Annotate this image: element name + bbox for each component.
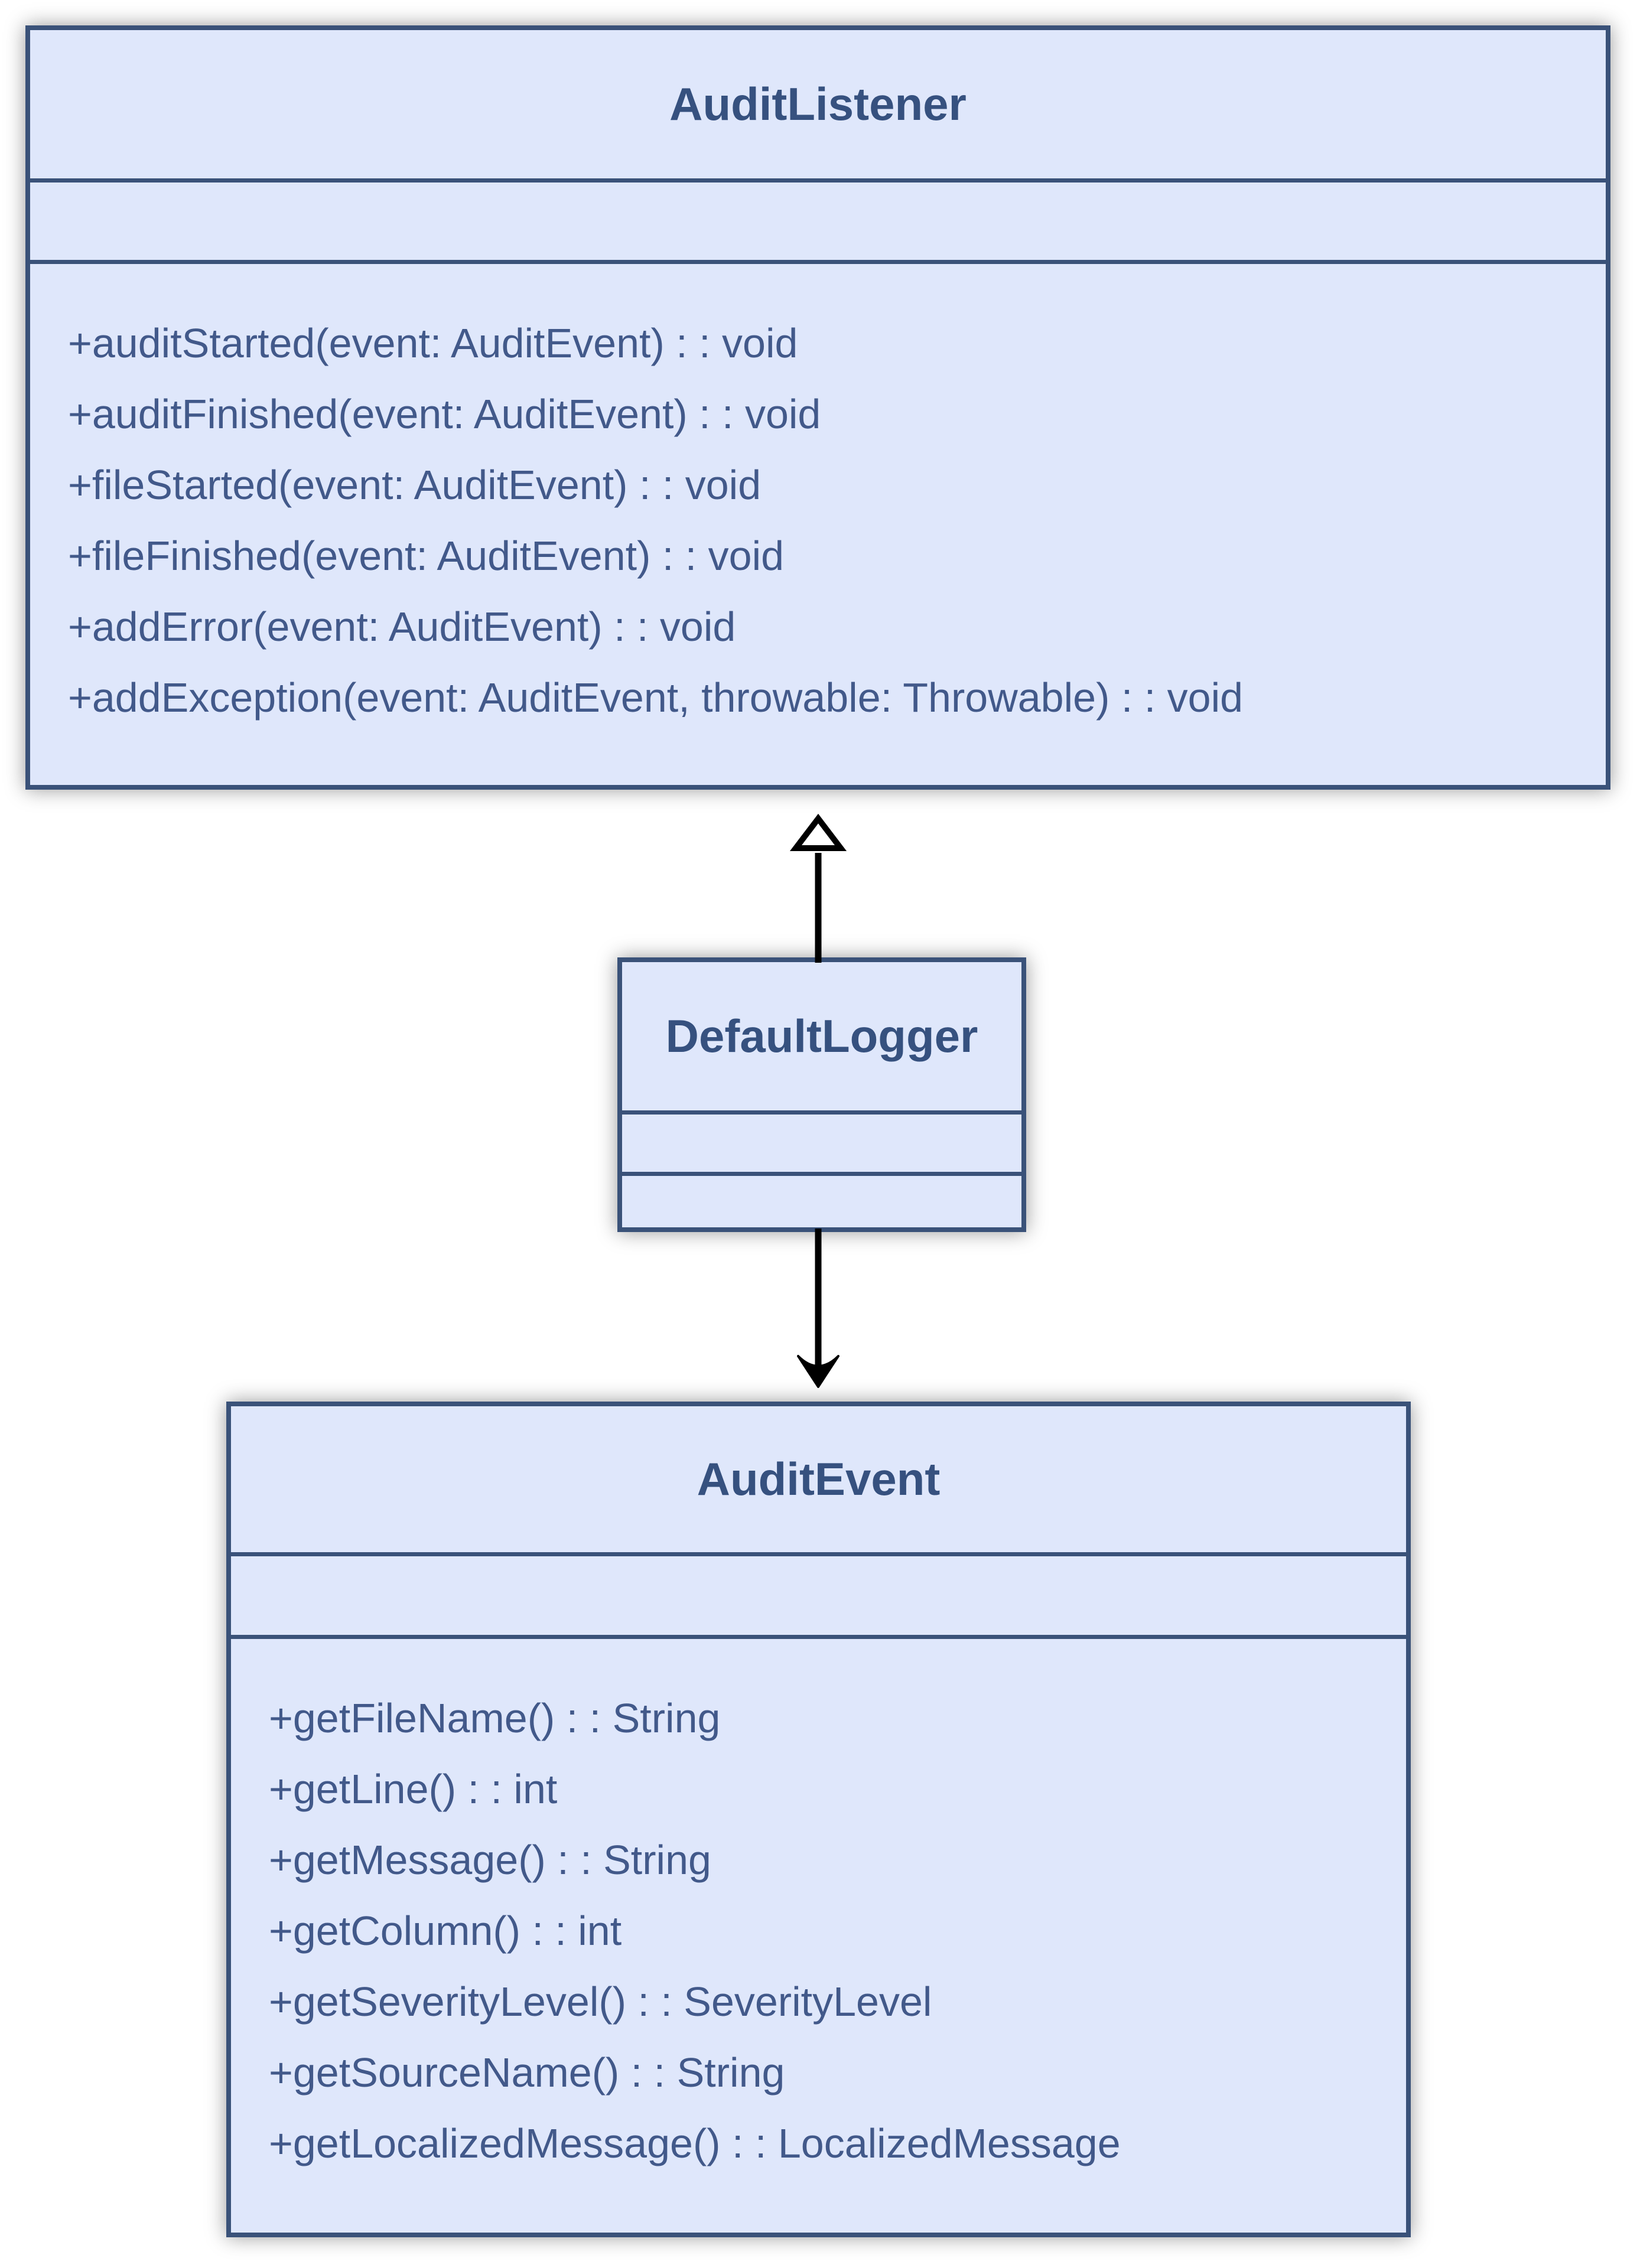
filled-stealth-arrowhead: [797, 1355, 839, 1388]
methods-compartment-auditevent: +getFileName() : : String +getLine() : : …: [231, 1639, 1406, 2233]
hollow-triangle-arrowhead: [789, 813, 847, 851]
method-signature: +auditFinished(event: AuditEvent) : : vo…: [68, 391, 821, 437]
class-box-auditlistener: AuditListener +auditStarted(event: Audit…: [25, 25, 1610, 790]
attributes-compartment-auditlistener: [30, 183, 1606, 260]
method-signature: +auditStarted(event: AuditEvent) : : voi…: [68, 320, 798, 366]
method-signature: +getSeverityLevel() : : SeverityLevel: [269, 1979, 932, 2025]
method-signature: +fileFinished(event: AuditEvent) : : voi…: [68, 533, 785, 579]
dependency-arrow: [797, 1228, 839, 1388]
class-box-auditevent: AuditEvent +getFileName() : : String+get…: [226, 1402, 1411, 2237]
method-signature: +getSourceName() : : String: [269, 2049, 785, 2096]
method-signature: +fileStarted(event: AuditEvent) : : void: [68, 462, 762, 508]
method-signature: +getColumn() : : int: [269, 1908, 622, 1954]
methods-compartment-defaultlogger: [622, 1176, 1021, 1227]
method-signature: +getFileName() : : String: [269, 1695, 721, 1741]
attributes-compartment-defaultlogger: [622, 1115, 1021, 1172]
compartment-divider: [30, 260, 1606, 264]
class-title-auditevent: AuditEvent: [697, 1453, 941, 1505]
compartment-divider: [30, 178, 1606, 183]
compartment-divider: [231, 1552, 1406, 1556]
compartment-divider: [622, 1110, 1021, 1115]
class-box-defaultlogger: DefaultLogger: [617, 957, 1026, 1232]
compartment-divider: [231, 1635, 1406, 1639]
methods-compartment-auditlistener: +auditStarted(event: AuditEvent) : : voi…: [30, 264, 1606, 785]
attributes-compartment-auditevent: [231, 1556, 1406, 1635]
method-signature: +getLine() : : int: [269, 1766, 558, 1812]
class-title-auditlistener: AuditListener: [669, 78, 967, 130]
compartment-divider: [622, 1172, 1021, 1176]
method-signature: +addError(event: AuditEvent) : : void: [68, 604, 736, 650]
class-title-defaultlogger: DefaultLogger: [665, 1010, 978, 1062]
method-signature: +getLocalizedMessage() : : LocalizedMess…: [269, 2120, 1121, 2166]
method-signature: +getMessage() : : String: [269, 1837, 711, 1883]
method-signature: +addException(event: AuditEvent, throwab…: [68, 674, 1244, 721]
realization-arrow: [789, 813, 847, 963]
